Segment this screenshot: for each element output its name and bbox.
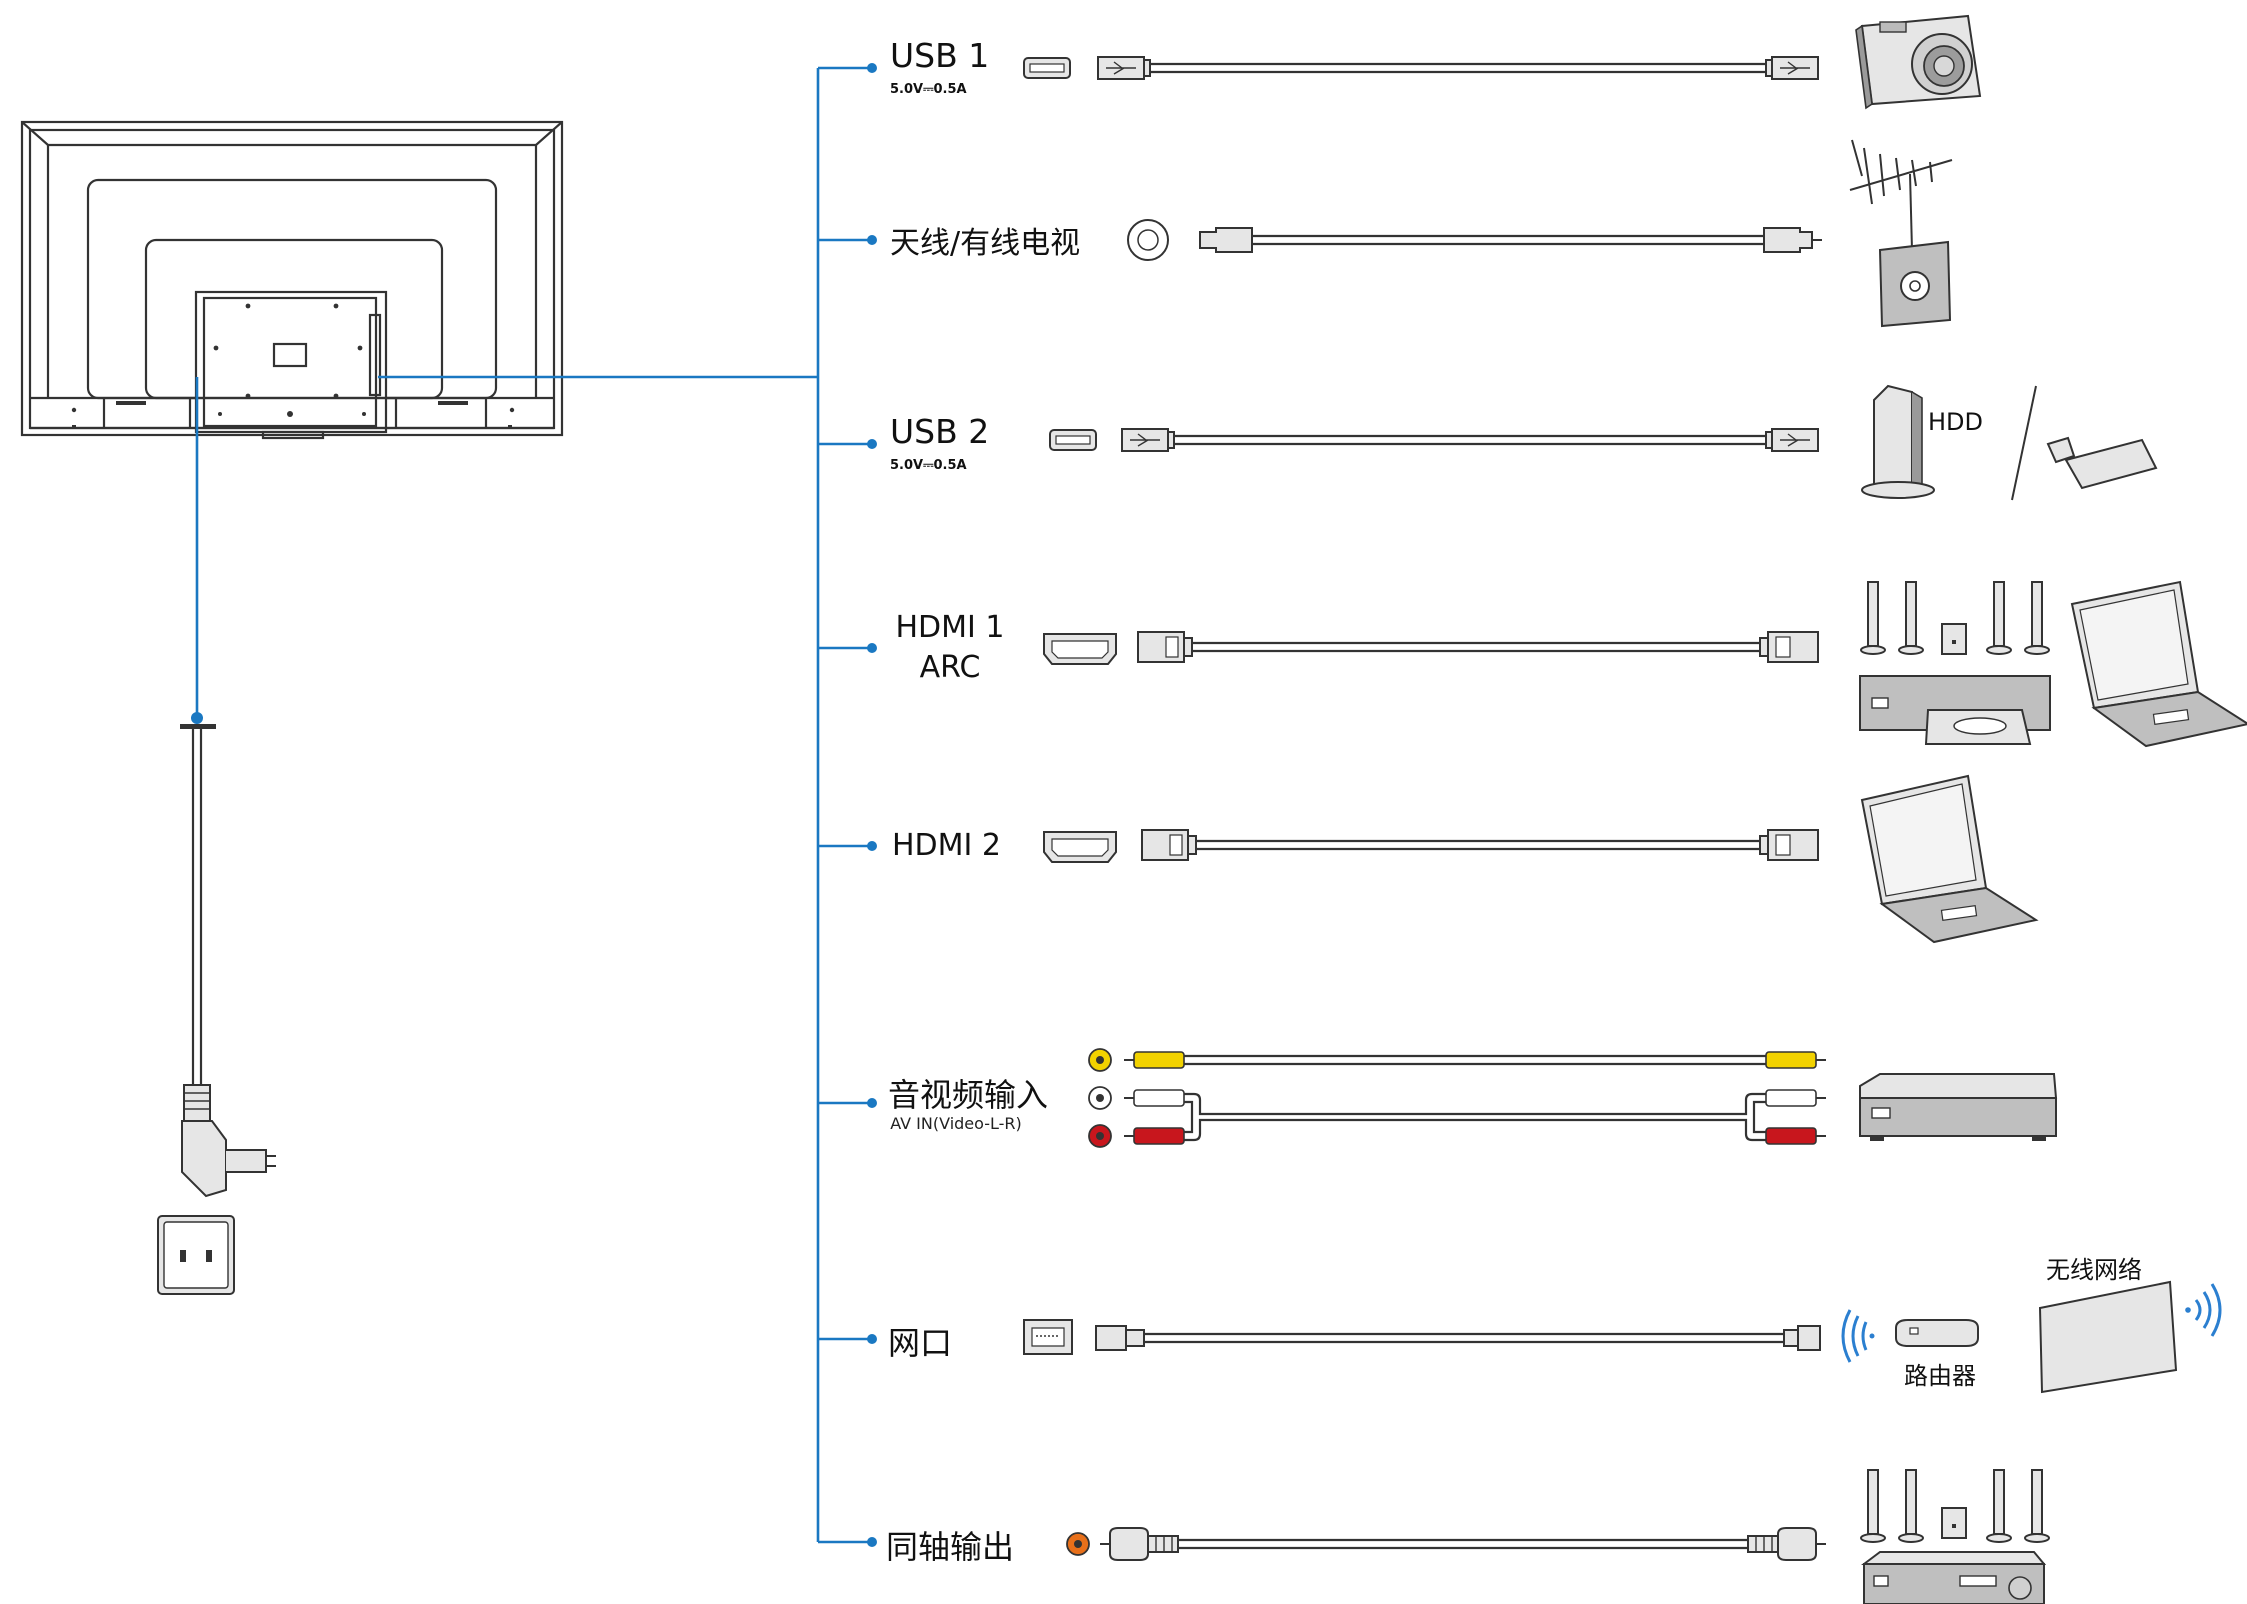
ethernet-plug-icon [1797,1325,1821,1351]
av-label: 音视频输入 [888,1076,1049,1114]
usb2-label: USB 2 [890,412,990,451]
lan-row [1023,1280,2222,1394]
usb2-row [1049,384,2158,501]
hdd-icon [1861,384,1935,499]
hdmi2-row [1043,774,2039,944]
usb-stick-icon [2046,436,2158,490]
power-cord [157,724,276,1295]
divider-slash [2011,385,2037,501]
router-label: 路由器 [1904,1362,1976,1390]
hdd-label: HDD [1928,408,1984,436]
wifi-network-label: 无线网络 [2046,1256,2142,1284]
home-theater-icon [1859,581,2051,745]
usb1-rating: 5.0V⎓0.5A [890,82,967,97]
antenna-row [1127,139,1953,328]
av-sub-label: AV IN(Video-L-R) [890,1114,1022,1133]
hdmi1-label: HDMI 1 [895,610,1005,645]
ethernet-plug-icon [1095,1325,1127,1351]
hdmi2-label: HDMI 2 [892,828,1002,863]
hdmi1-arc-label: ARC [919,650,981,685]
usb1-label: USB 1 [890,36,990,75]
coax-label: 同轴输出 [886,1528,1015,1566]
wifi-signal-icon [2185,1283,2222,1337]
camera-icon [1855,14,1982,110]
usb2-rating: 5.0V⎓0.5A [890,458,967,473]
antenna-label: 天线/有线电视 [890,226,1081,261]
lan-label: 网口 [888,1324,953,1362]
laptop-icon [1860,774,2039,944]
usb1-row [1023,14,1982,110]
coax-row [1066,1469,2050,1604]
laptop-icon [2070,580,2247,748]
tv-back-view [20,120,564,440]
dvd-player-icon [1859,1073,2058,1141]
antenna-icon [1849,139,1953,328]
hdmi1-row [1043,580,2247,748]
audio-receiver-icon [1860,1469,2050,1604]
av-row [1088,1048,2058,1148]
wifi-waves-icon [1841,1309,1875,1363]
router-icon [1895,1319,1979,1347]
leader-lines [191,63,877,1547]
wifi-panel-icon [2038,1280,2178,1394]
